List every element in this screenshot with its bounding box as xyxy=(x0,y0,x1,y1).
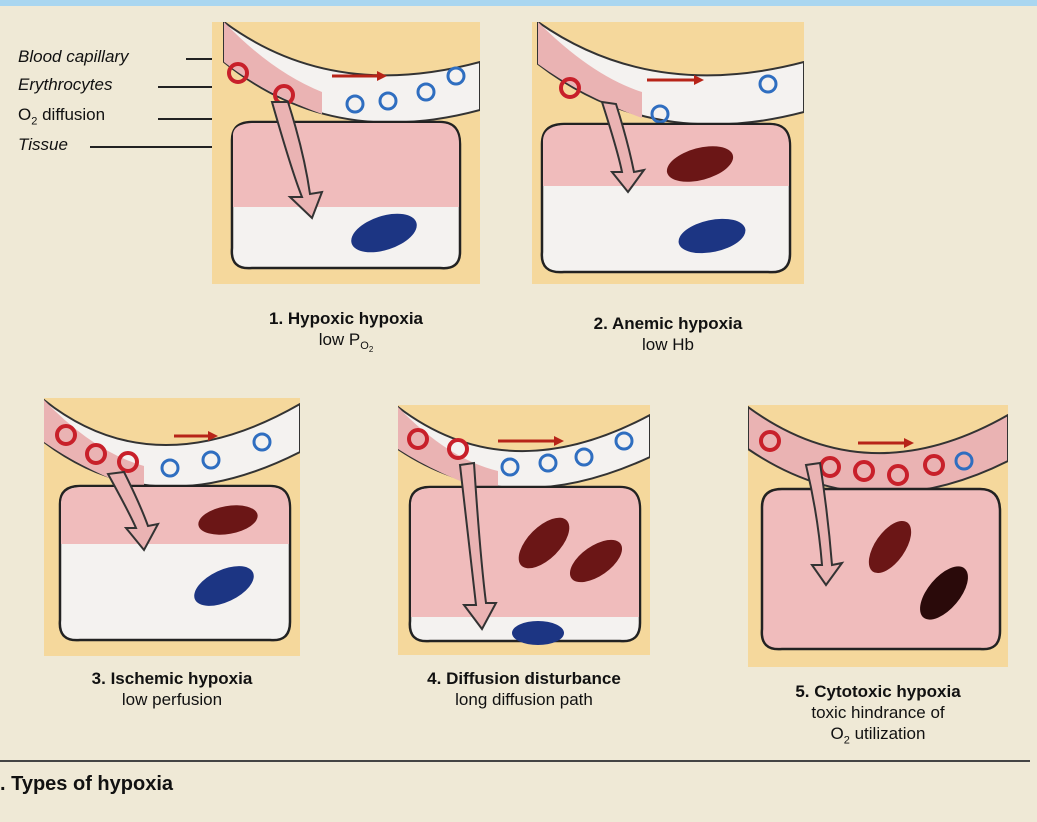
panel-cytotoxic-hypoxia xyxy=(748,405,1008,667)
panel-diffusion-disturbance xyxy=(398,405,650,655)
caption-panel-2: 2. Anemic hypoxia low Hb xyxy=(532,313,804,355)
caption-panel-1: 1. Hypoxic hypoxia low PO2 xyxy=(212,308,480,361)
legend-blood-capillary: Blood capillary xyxy=(18,47,129,67)
caption-panel-5: 5. Cytotoxic hypoxia toxic hindrance of … xyxy=(730,681,1026,751)
panel-ischemic-hypoxia xyxy=(44,398,300,656)
leader-line xyxy=(90,146,230,148)
panel-hypoxic-hypoxia xyxy=(212,22,480,284)
footer-divider xyxy=(0,760,1030,762)
legend-o2-diffusion: O2 diffusion xyxy=(18,105,105,127)
tissue-oxygenated-zone xyxy=(233,123,459,207)
panel-anemic-hypoxia xyxy=(532,22,804,284)
mitochondrion-deoxygenated xyxy=(512,621,564,645)
caption-panel-4: 4. Diffusion disturbance long diffusion … xyxy=(378,668,670,710)
legend-erythrocytes: Erythrocytes xyxy=(18,75,112,95)
tissue-oxygenated-zone xyxy=(543,125,789,186)
top-border xyxy=(0,0,1037,6)
legend-tissue: Tissue xyxy=(18,135,68,155)
figure-title: . Types of hypoxia xyxy=(0,773,173,796)
caption-panel-3: 3. Ischemic hypoxia low perfusion xyxy=(40,668,304,710)
